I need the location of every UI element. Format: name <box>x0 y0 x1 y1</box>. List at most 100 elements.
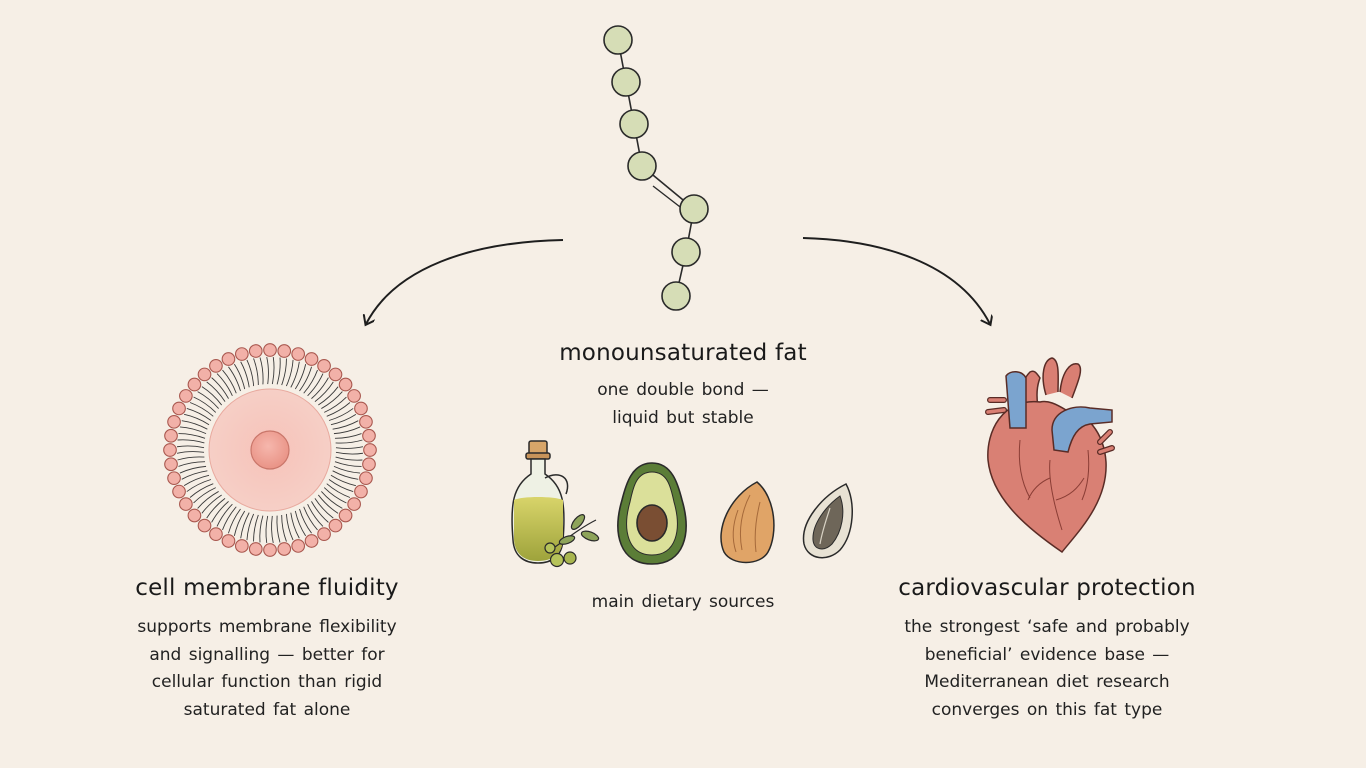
lipid-head <box>354 484 368 499</box>
lipid-tail <box>240 512 250 539</box>
lipid-tail <box>184 413 210 426</box>
lipid-tail <box>253 514 259 542</box>
lipid-tail <box>265 515 269 544</box>
lipid-tail <box>276 515 281 543</box>
lipid-head <box>359 414 373 429</box>
lipid-head <box>221 352 236 366</box>
lipid-tail <box>281 358 287 386</box>
lipid-head <box>187 508 202 523</box>
right-title: cardiovascular protection <box>898 575 1196 601</box>
lipid-head <box>363 443 377 457</box>
lipid-head <box>338 508 353 523</box>
lipid-tail <box>222 506 237 531</box>
lipid-tail <box>246 359 255 387</box>
lipid-tail <box>299 508 312 534</box>
lipid-head <box>328 518 343 533</box>
olive-oil-bottle-icon <box>511 440 569 564</box>
lipid-tail <box>266 356 269 385</box>
right-description-line: the strongest ‘safe and probably <box>904 617 1190 637</box>
lipid-tail <box>259 515 264 543</box>
lipid-head <box>248 542 263 556</box>
lipid-tail <box>227 508 241 534</box>
lipid-tail <box>206 497 226 519</box>
lipid-head <box>234 347 249 361</box>
avocado-icon <box>617 462 687 565</box>
lipid-tail <box>323 487 347 504</box>
lipid-head <box>304 352 319 366</box>
lipid-head <box>164 457 178 472</box>
sunflower-seed-icon <box>802 483 853 559</box>
lipid-tail <box>211 501 229 523</box>
lipid-head <box>172 484 186 499</box>
lipid-head <box>362 428 376 443</box>
lipid-tail <box>189 402 214 417</box>
lipid-tail <box>294 510 307 537</box>
lipid-tail <box>321 491 343 509</box>
lipid-tail <box>206 381 226 402</box>
lipid-head <box>179 389 193 403</box>
lipid-tail <box>271 515 274 544</box>
lipid-tail <box>333 426 361 435</box>
lipid-tail <box>233 510 246 536</box>
left-description-line: and signalling — better for <box>149 644 385 665</box>
lipid-tail <box>181 420 208 430</box>
lipid-tail <box>326 483 351 498</box>
left-title: cell membrane fluidity <box>135 575 399 601</box>
fatty-acid-chain-icon <box>603 25 709 311</box>
lipid-head <box>221 534 236 548</box>
heart-icon <box>985 357 1115 554</box>
lipid-head <box>347 389 361 403</box>
lipid-tail <box>197 491 219 509</box>
lipid-tail <box>303 369 318 394</box>
lipid-tail <box>335 456 363 461</box>
lipid-tail <box>179 465 207 474</box>
lipid-tail <box>333 465 361 474</box>
lipid-tail <box>318 386 339 406</box>
olive-sprig-icon <box>544 514 600 568</box>
lipid-head <box>362 457 376 472</box>
lipid-tail <box>290 512 300 539</box>
left-description-line: saturated fat alone <box>183 699 351 720</box>
lipid-tail <box>176 445 205 449</box>
lipid-tail <box>183 474 210 487</box>
lipid-tail <box>307 504 324 527</box>
lipid-head <box>248 344 263 358</box>
lipid-tail <box>181 470 208 480</box>
arrow-to-heart <box>802 237 990 324</box>
left-description-line: cellular function than rigid <box>151 672 383 692</box>
lipid-tail <box>178 433 206 439</box>
lipid-head <box>317 359 331 373</box>
lipid-head <box>197 518 212 533</box>
lipid-tail <box>307 373 324 397</box>
lipid-tail <box>271 356 275 385</box>
lipid-tail <box>328 408 354 421</box>
cell-membrane-icon <box>163 343 377 557</box>
lipid-tail <box>321 391 343 409</box>
lipid-head <box>209 527 223 541</box>
lipid-tail <box>285 513 294 541</box>
center-subtitle-line: one double bond — <box>597 380 769 400</box>
lipid-tail <box>193 487 216 504</box>
lipid-tail <box>290 361 300 388</box>
lipid-tail <box>276 357 281 385</box>
lipid-tail <box>178 461 206 467</box>
lipid-head <box>164 428 178 443</box>
lipid-tail <box>246 513 255 541</box>
lipid-head <box>167 471 181 486</box>
lipid-tail <box>332 420 359 430</box>
lipid-tail <box>317 494 339 514</box>
lipid-head <box>167 414 181 429</box>
center-subtitle-line: liquid but stable <box>612 407 754 428</box>
lipid-tail <box>334 433 362 439</box>
lipid-head <box>359 471 373 486</box>
lipid-tail <box>330 474 356 487</box>
lipid-tail <box>285 359 294 387</box>
lipid-tail <box>311 501 329 523</box>
lipid-head <box>179 497 193 511</box>
lipid-tail <box>222 369 237 394</box>
sources-label: main dietary sources <box>591 592 775 612</box>
lipid-head <box>172 401 186 416</box>
lipid-tail <box>197 391 219 409</box>
lipid-head <box>163 443 177 457</box>
